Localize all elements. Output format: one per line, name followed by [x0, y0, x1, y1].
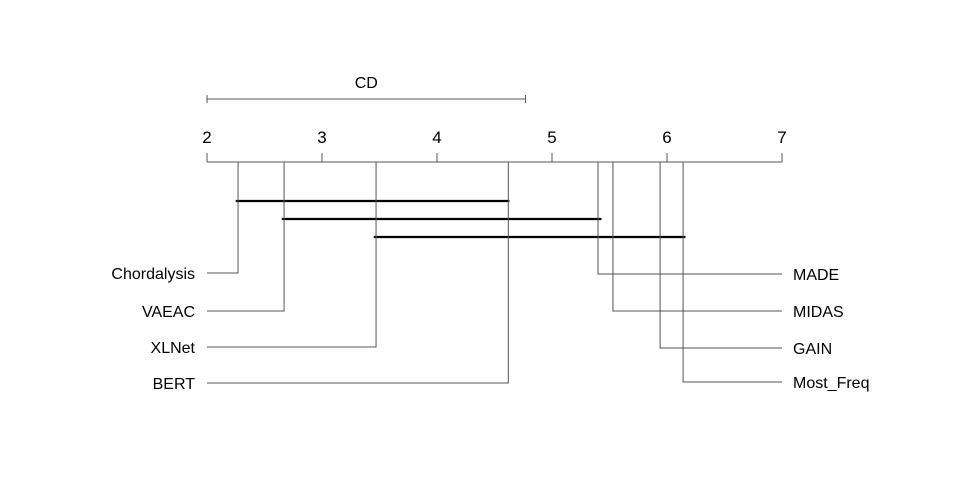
method-label: Most_Freq	[793, 375, 869, 392]
method-connector	[207, 162, 239, 274]
method-label: MIDAS	[793, 304, 844, 321]
clique-bars	[235, 199, 686, 239]
axis-tick-label: 2	[202, 128, 211, 147]
method-label: VAEAC	[142, 304, 195, 321]
method-label: BERT	[153, 376, 196, 393]
method-label: Chordalysis	[111, 266, 195, 283]
method-connector	[682, 162, 782, 383]
method-connector	[207, 162, 509, 384]
rank-axis: 2 3 4 5 6 7	[202, 128, 787, 163]
method-connector	[207, 162, 285, 312]
axis-tick-label: 4	[432, 128, 441, 147]
cd-label: CD	[355, 75, 378, 92]
method-connector	[659, 162, 782, 349]
axis-tick-label: 5	[547, 128, 556, 147]
axis-tick-label: 6	[662, 128, 671, 147]
method-label: MADE	[793, 267, 839, 284]
axis-tick-label: 3	[317, 128, 326, 147]
method-label: GAIN	[793, 341, 832, 358]
axis-tick-label: 7	[777, 128, 786, 147]
method-connector	[612, 162, 782, 312]
method-connector	[597, 162, 782, 275]
method-label: XLNet	[151, 340, 196, 357]
method-connector	[207, 162, 377, 348]
critical-difference-bar: CD	[206, 75, 527, 103]
